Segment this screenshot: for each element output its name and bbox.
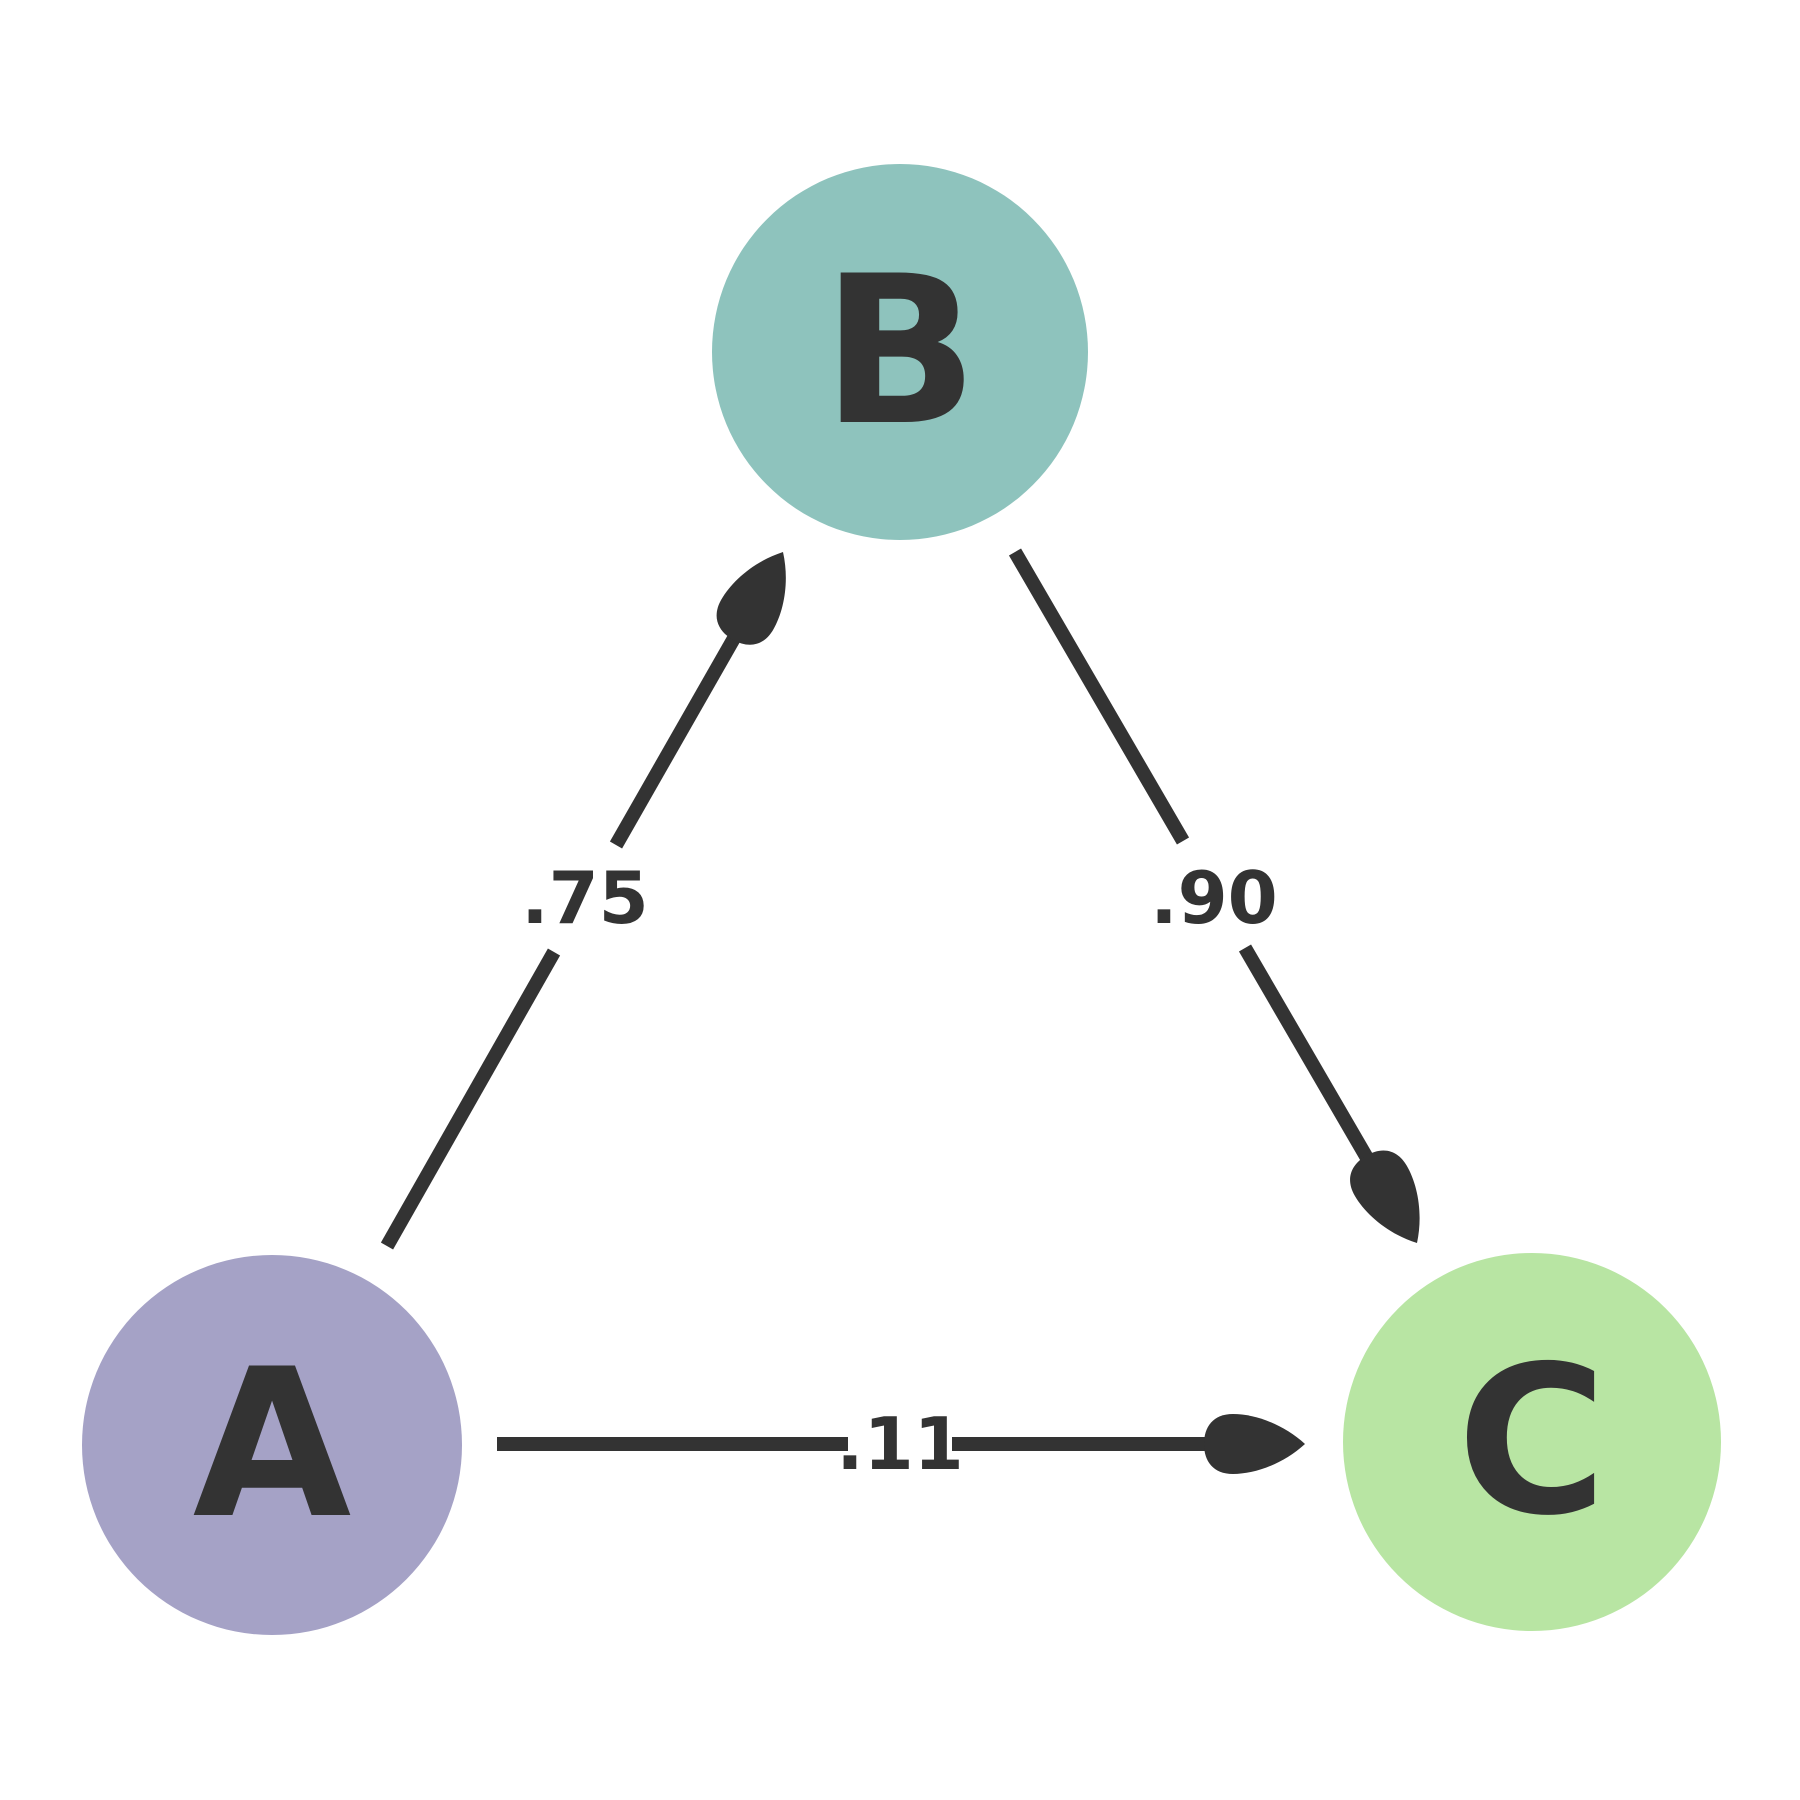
edge-weight-label: .90 bbox=[1150, 856, 1278, 940]
node-circle-b bbox=[712, 164, 1088, 540]
node-label-b: B bbox=[822, 233, 978, 471]
node-label-a: A bbox=[193, 1326, 352, 1564]
edge-a-c: .11 bbox=[497, 1402, 1305, 1486]
node-circle-c bbox=[1343, 1253, 1721, 1631]
edge-b-c: .90 bbox=[1008, 548, 1420, 1243]
arrowhead-icon bbox=[716, 552, 786, 645]
arrowhead-icon bbox=[1350, 1150, 1420, 1243]
node-b: B bbox=[712, 164, 1088, 540]
node-c: C bbox=[1343, 1253, 1721, 1631]
node-a: A bbox=[82, 1255, 462, 1635]
edge-weight-label: .11 bbox=[836, 1402, 964, 1486]
arrowhead-icon bbox=[1204, 1414, 1305, 1474]
edge-line bbox=[609, 622, 748, 849]
node-circle-a bbox=[82, 1255, 462, 1635]
edge-weight-label: .75 bbox=[521, 856, 649, 940]
node-label-c: C bbox=[1457, 1323, 1607, 1561]
edge-a-b: .75 bbox=[380, 552, 786, 1250]
edge-line bbox=[1008, 548, 1190, 845]
edge-line bbox=[380, 948, 561, 1250]
edge-line bbox=[1238, 944, 1381, 1174]
